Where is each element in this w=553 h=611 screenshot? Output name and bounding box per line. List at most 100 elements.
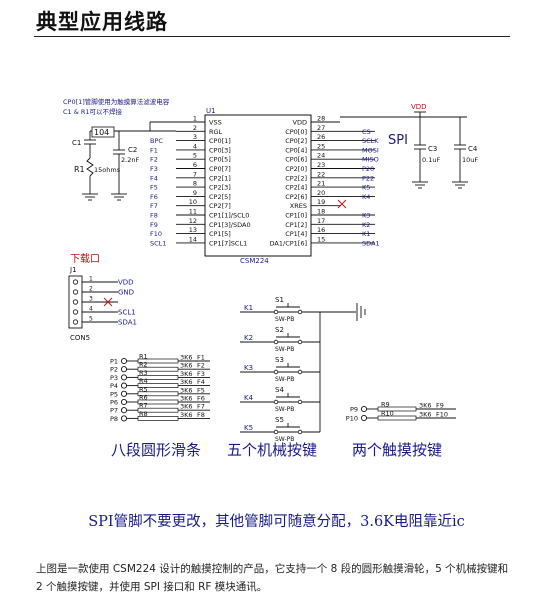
pin-name: CP2[3] — [209, 184, 231, 192]
pin-name: CP0[6] — [285, 156, 307, 164]
pin-name: CP2[1] — [209, 174, 231, 182]
net-label: F5 — [150, 184, 158, 192]
pad-net: F1 — [197, 354, 205, 362]
pin-number: 8 — [193, 180, 197, 188]
pin-name: CP2[0] — [285, 165, 307, 173]
net-label: K5 — [362, 184, 370, 192]
switch-net: K3 — [244, 364, 253, 372]
net-label: F3 — [150, 165, 158, 173]
net-label: F8 — [150, 212, 158, 220]
resistor-ref: R5 — [139, 385, 148, 393]
schematic-note-line1: CP0[1]管脚使用为触摸算法滤波电容 — [63, 97, 170, 106]
pin-name: VDD — [293, 119, 307, 127]
pad-net: F4 — [197, 378, 205, 386]
pin-number: 21 — [317, 180, 325, 188]
net-label: F6 — [150, 193, 158, 201]
pin-number: 14 — [189, 235, 197, 243]
pad-net: F7 — [197, 403, 205, 411]
c3-ref: C3 — [428, 145, 437, 153]
c1-ref: C1 — [72, 139, 81, 147]
xres-no-connect — [337, 199, 347, 209]
pin-name: CP1[7]SCL1 — [209, 239, 247, 247]
switch-contact — [297, 309, 303, 315]
resistor-value: 3K6 — [180, 378, 193, 386]
connector-pin-pad — [72, 279, 79, 285]
connector-ref: J1 — [69, 266, 77, 274]
resistor-ref: R10 — [381, 410, 394, 418]
net-label: MOSI — [362, 146, 379, 154]
switch-contact — [297, 399, 303, 405]
c4-value: 10uF — [462, 156, 478, 164]
pad-circle — [120, 415, 128, 422]
net-label: F7 — [150, 202, 158, 210]
connector-net: SCL1 — [118, 309, 136, 317]
pin-name: CP1[2] — [285, 221, 307, 229]
pad-label: P1 — [110, 358, 118, 366]
pin-name: CP0[5] — [209, 156, 231, 164]
connector-pin-number: 5 — [89, 316, 93, 323]
connector-pin-number: 4 — [89, 306, 93, 313]
switch-ref: S1 — [275, 296, 284, 304]
pin-number: 6 — [193, 161, 197, 169]
net-label: K4 — [362, 193, 370, 201]
pad-label: P5 — [110, 390, 118, 398]
connector-net: VDD — [118, 279, 134, 287]
pin-number: 19 — [317, 198, 325, 206]
pin-name: CP2[7] — [209, 202, 231, 210]
pin-number: 22 — [317, 170, 325, 178]
resistor-ref: R8 — [139, 410, 148, 418]
net-label: K2 — [362, 221, 370, 229]
r1-ref: R1 — [74, 165, 85, 174]
switch-ref: S3 — [275, 356, 284, 364]
resistor-ref: R9 — [381, 401, 390, 409]
connector-pin-number: 1 — [89, 276, 93, 283]
c1-r1-network — [82, 121, 176, 201]
pad-circle — [120, 374, 128, 381]
r1-value: 15ohms — [94, 166, 121, 174]
pin-number: 15 — [317, 235, 325, 243]
pin-number: 28 — [317, 115, 325, 123]
pin-name: CP0[7] — [209, 165, 231, 173]
net-label: F2 — [150, 156, 158, 164]
resistor-ref: R2 — [139, 361, 148, 369]
pin-name: CP0[4] — [285, 146, 307, 154]
pad-net: F9 — [436, 402, 444, 410]
resistor-value: 3K6 — [180, 403, 193, 411]
pad-net: F5 — [197, 386, 205, 394]
pin-name: CP0[1] — [209, 137, 231, 145]
description-paragraph: 上图是一款使用 CSM224 设计的触摸控制的产品，它支持一个 8 段的圆形触摸… — [36, 563, 509, 593]
pin-number: 11 — [189, 208, 197, 216]
pin-number: 12 — [189, 217, 197, 225]
schematic-note-line2: C1 & R1可以不焊接 — [63, 107, 123, 116]
net-label: F1 — [150, 146, 158, 154]
connector-pin-pad — [72, 319, 79, 325]
pin-number: 3 — [193, 133, 197, 141]
pin-number: 1 — [193, 115, 197, 123]
pad-label: P4 — [110, 382, 118, 390]
pad-label: P8 — [110, 415, 118, 423]
pin-number: 16 — [317, 226, 325, 234]
c4-ref: C4 — [468, 145, 478, 153]
connector-pin-number: 3 — [89, 296, 93, 303]
vdd-label: VDD — [411, 103, 427, 111]
caption-touch: 两个触摸按键 — [352, 441, 443, 459]
pad-label: P9 — [350, 406, 358, 414]
chip-ref: U1 — [206, 107, 216, 115]
pad-circle — [120, 390, 128, 397]
pin-number: 24 — [317, 152, 325, 160]
pin-name: CP1[3]/SDA0 — [209, 221, 251, 229]
switch-net: K2 — [244, 334, 253, 342]
pin-number: 18 — [317, 208, 325, 216]
pin-name: RGL — [209, 128, 223, 136]
pin-name: CP0[0] — [285, 128, 307, 136]
switch-net: K5 — [244, 424, 253, 432]
switch-contact — [273, 429, 279, 435]
switch-net: K4 — [244, 394, 254, 402]
caption-slider: 八段圆形滑条 — [111, 441, 202, 459]
switch-ref: S5 — [275, 416, 284, 424]
resistor-value: 3K6 — [180, 370, 193, 378]
switch-contact — [297, 339, 303, 345]
resistor-value: 3K6 — [180, 362, 193, 370]
